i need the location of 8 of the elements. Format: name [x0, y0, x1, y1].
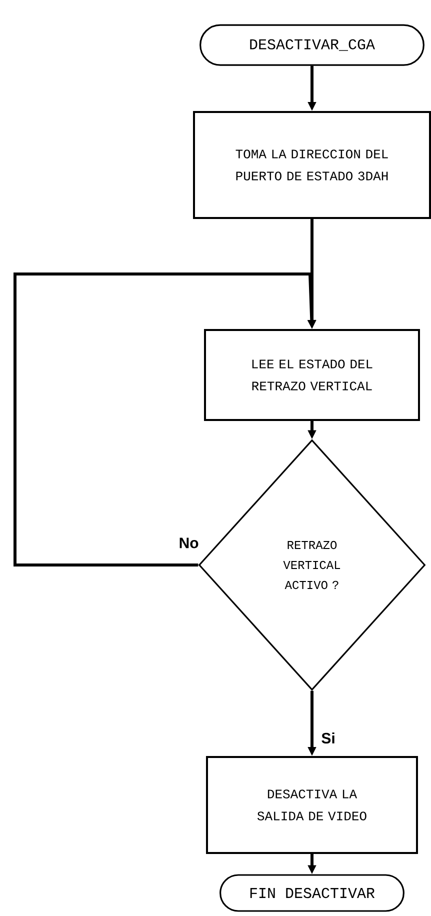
process-box: TOMA LA DIRECCION DEL PUERTO DE ESTADO 3DAH: [193, 111, 431, 220]
edge-label: No: [178, 536, 200, 550]
arrow: [14, 272, 316, 566]
process-box: LEE EL ESTADO DEL RETRAZO VERTICAL: [204, 329, 420, 421]
process-box: DESACTIVA LA SALIDA DE VIDEO: [206, 756, 418, 854]
terminal-box: FIN DESACTIVAR: [220, 874, 404, 912]
edge-label: Si: [320, 732, 336, 744]
terminal-box: DESACTIVAR_CGA: [200, 24, 424, 66]
